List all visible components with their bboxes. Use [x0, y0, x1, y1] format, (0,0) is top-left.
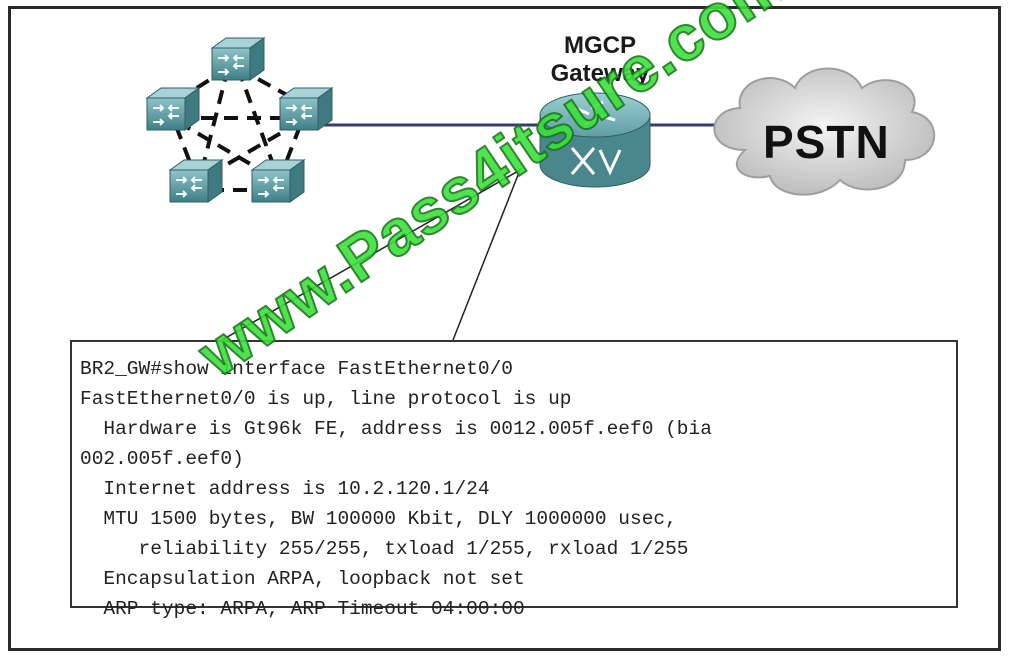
console-output-box: BR2_GW#show interface FastEthernet0/0 Fa… [70, 340, 958, 620]
console-line: MTU 1500 bytes, BW 100000 Kbit, DLY 1000… [80, 508, 677, 530]
switch-icon [211, 37, 265, 81]
console-line: Internet address is 10.2.120.1/24 [80, 478, 490, 500]
console-line: BR2_GW#show interface FastEthernet0/0 [80, 358, 513, 380]
console-line: Hardware is Gt96k FE, address is 0012.00… [80, 418, 712, 440]
pstn-label: PSTN [763, 116, 890, 168]
console-line: FastEthernet0/0 is up, line protocol is … [80, 388, 572, 410]
console-line: ARP type: ARPA, ARP Timeout 04:00:00 [80, 598, 525, 620]
console-line: 002.005f.eef0) [80, 448, 244, 470]
switch-icon [169, 159, 223, 203]
switch-icon [279, 87, 333, 131]
router-icon [539, 92, 651, 188]
console-line: reliability 255/255, txload 1/255, rxloa… [80, 538, 689, 560]
gateway-label: MGCP Gateway [535, 32, 665, 88]
gateway-label-line2: Gateway [550, 60, 650, 87]
console-line: Encapsulation ARPA, loopback not set [80, 568, 525, 590]
callout-pointer [221, 168, 522, 341]
switch-icon [251, 159, 305, 203]
cloud-icon [713, 67, 936, 196]
gateway-label-line1: MGCP [564, 32, 636, 59]
switch-icon [146, 87, 200, 131]
